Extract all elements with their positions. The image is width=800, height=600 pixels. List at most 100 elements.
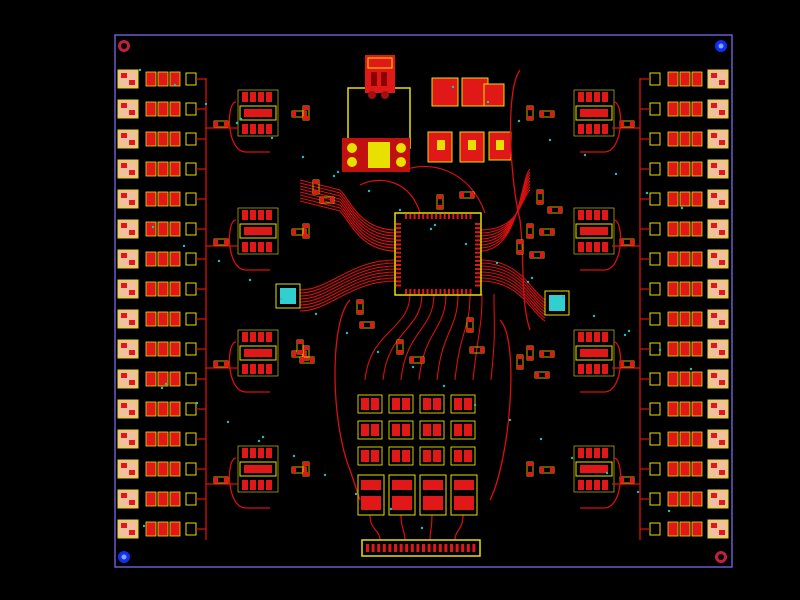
smd-passive [312, 179, 320, 195]
bottom-pin-header [361, 539, 481, 557]
smd-passive [436, 194, 444, 210]
driver-block [573, 329, 615, 377]
right-connector [640, 429, 729, 449]
smd-passive [539, 110, 555, 118]
trace [299, 191, 397, 243]
center-driver-cell [419, 446, 445, 466]
board-outline [114, 34, 733, 568]
trace [369, 514, 381, 541]
driver-block [237, 445, 279, 493]
via [248, 278, 252, 282]
right-connector [640, 219, 729, 239]
smd-passive [213, 476, 229, 484]
trace [479, 271, 546, 313]
trace [299, 200, 397, 252]
via [323, 473, 327, 477]
via [142, 524, 146, 528]
via [345, 331, 349, 335]
smd-passive [359, 321, 375, 329]
left-connector [117, 519, 206, 539]
via [204, 102, 208, 106]
smd-passive [291, 466, 307, 474]
via [451, 85, 455, 89]
right-connector [640, 99, 729, 119]
left-connector [117, 189, 206, 209]
trace [479, 262, 546, 304]
via [433, 223, 437, 227]
via [398, 208, 402, 212]
right-connector [640, 519, 729, 539]
trace [454, 293, 471, 381]
left-connector [117, 159, 206, 179]
cyan-ic-right [544, 290, 570, 316]
smd-passive [516, 354, 524, 370]
center-output-cell [450, 474, 478, 516]
trace [299, 197, 397, 249]
trace [509, 69, 531, 331]
smd-passive [319, 196, 335, 204]
center-driver-cell [357, 446, 383, 466]
via [517, 119, 521, 123]
smd-passive [516, 239, 524, 255]
center-driver-cell [388, 394, 414, 414]
driver-block [573, 207, 615, 255]
regulator-group [427, 77, 512, 163]
trace [580, 457, 622, 509]
mount-hole-top-left [118, 40, 130, 52]
trace [580, 341, 622, 393]
via [182, 244, 186, 248]
via [623, 333, 627, 337]
smd-passive [356, 299, 364, 315]
smd-passive [539, 350, 555, 358]
left-connector [117, 369, 206, 389]
center-driver-cell [450, 420, 476, 440]
via [389, 507, 393, 511]
smd-passive [526, 223, 534, 239]
trace [299, 194, 397, 246]
via [583, 153, 587, 157]
trace [299, 188, 397, 240]
driver-block [573, 445, 615, 493]
trace [418, 293, 447, 381]
smd-passive [469, 346, 485, 354]
trace [334, 299, 361, 501]
trace [479, 168, 531, 252]
via [636, 490, 640, 494]
via [336, 170, 340, 174]
smd-passive [213, 238, 229, 246]
via [570, 456, 574, 460]
center-output-cell [357, 474, 385, 516]
center-output-cell [419, 474, 447, 516]
via [464, 242, 468, 246]
driver-block [573, 89, 615, 137]
smd-passive [291, 228, 307, 236]
via [301, 155, 305, 159]
via [376, 350, 380, 354]
via [164, 382, 168, 386]
trace [479, 277, 546, 319]
smd-passive [302, 461, 310, 477]
via [270, 136, 274, 140]
via [173, 83, 177, 87]
via [614, 172, 618, 176]
center-driver-cell [388, 446, 414, 466]
smd-passive [529, 251, 545, 259]
via [486, 100, 490, 104]
center-driver-cell [419, 394, 445, 414]
trace [472, 293, 483, 381]
via [217, 259, 221, 263]
trace [359, 179, 421, 214]
trace [364, 293, 411, 381]
smd-passive [539, 228, 555, 236]
trace [299, 182, 397, 234]
right-connector [640, 129, 729, 149]
trace [479, 268, 546, 310]
right-connector [640, 489, 729, 509]
smd-passive [302, 223, 310, 239]
trace [580, 101, 622, 153]
trace [299, 271, 397, 303]
via [667, 509, 671, 513]
trace [299, 280, 397, 312]
signal-traces [205, 69, 641, 541]
